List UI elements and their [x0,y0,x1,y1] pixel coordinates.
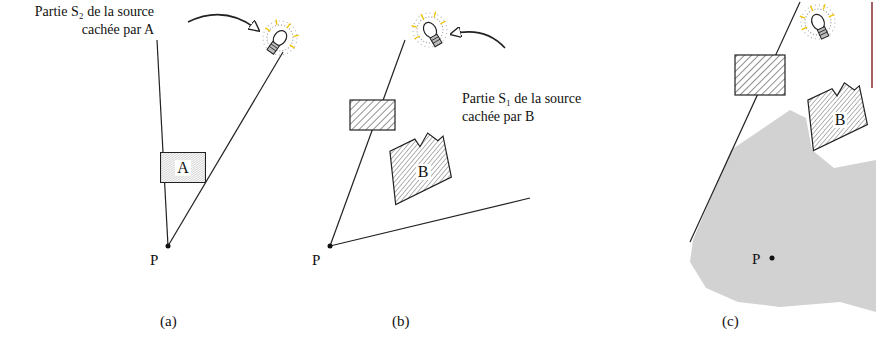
obstacle-outline [390,133,451,204]
sight-line [157,40,168,246]
point-dot [328,244,333,249]
point-label: P [150,251,158,271]
point-label: P [752,250,760,270]
callout-arrow [188,15,258,30]
sight-line [168,52,283,246]
panel-label: (b) [392,312,410,332]
light-source [405,5,454,53]
obstacle-label: B [833,112,848,128]
callout-arrow [452,32,505,48]
shadow-boundary [871,2,872,88]
obstacle: B [806,80,868,152]
panel-label: (a) [160,312,177,332]
light-source [256,13,306,62]
obstacle-outline [160,152,205,182]
obstacle-box [735,55,785,95]
shadow-boundary [690,2,800,242]
point-dot [166,244,171,249]
point-dot [770,256,775,261]
sight-line [330,198,530,246]
obstacle-label: A [175,160,191,176]
callout-text: Partie S₂ de la source cachée par A [2,3,154,39]
obstacle: B [388,130,452,206]
panel-label: (c) [722,312,739,332]
obstacle-box [350,100,395,130]
obstacle-outline [808,83,868,151]
sight-line [330,40,405,246]
point-label: P [312,251,320,271]
shadow-region [690,110,876,312]
callout-text: Partie S₁ de la source cachée par B [462,90,604,126]
obstacle: A [160,152,206,183]
light-source [794,0,841,45]
obstacle-label: B [416,164,431,180]
